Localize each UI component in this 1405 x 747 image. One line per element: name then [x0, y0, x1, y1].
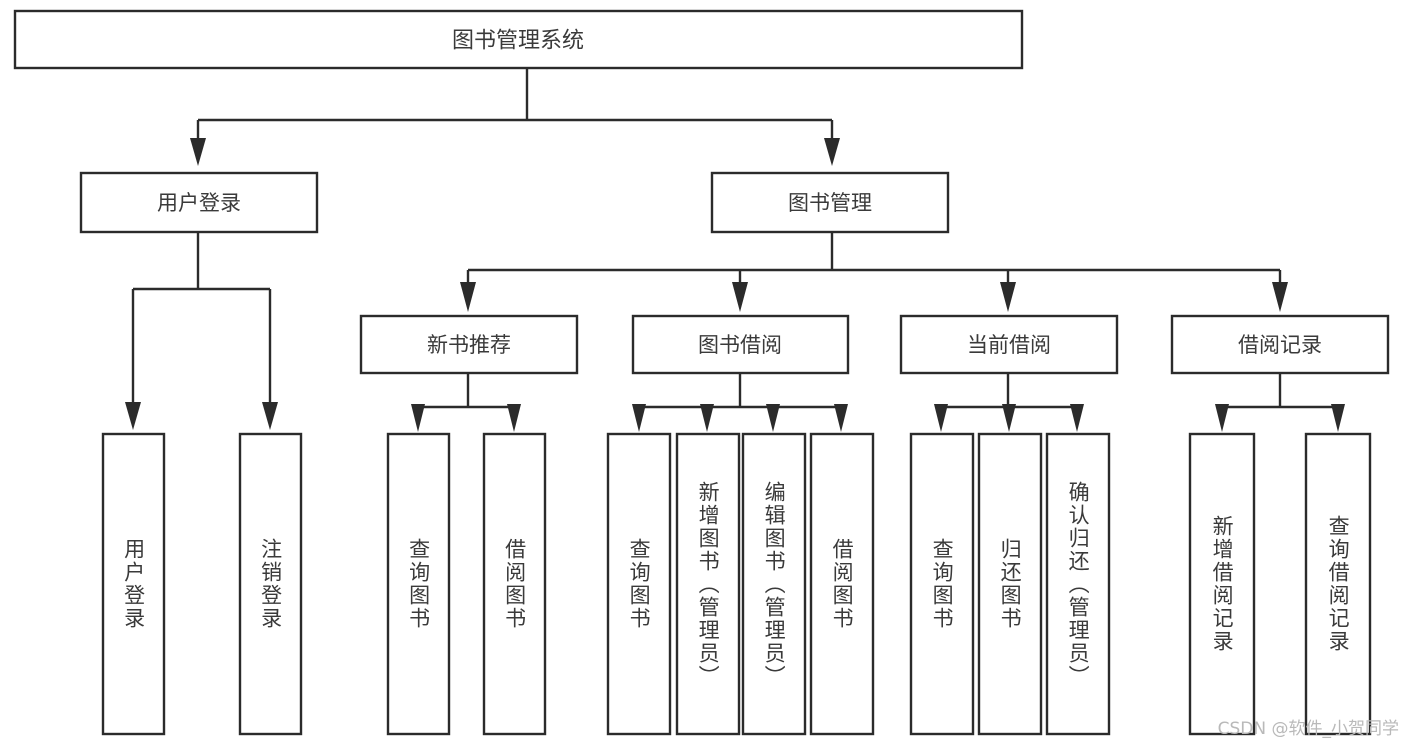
- node-current-borrow-label: 当前借阅: [967, 333, 1051, 357]
- arrowhead-borrow-leaf-2: [766, 404, 780, 432]
- arrowhead-user-login-leaf-0: [125, 402, 141, 430]
- node-book-manage-box[interactable]: [710, 171, 950, 234]
- arrowhead-record-leaf-0: [1215, 404, 1229, 432]
- arrowhead-borrow-leaf-1: [700, 404, 714, 432]
- node-new-book-recommend-label: 新书推荐: [427, 333, 511, 357]
- arrowhead-current-leaf-2: [1070, 404, 1084, 432]
- leaf-box-user-login[interactable]: [101, 432, 166, 736]
- arrowhead-layer: [125, 138, 1345, 432]
- node-book-borrow-box[interactable]: [631, 314, 850, 375]
- leaf-box-logout[interactable]: [238, 432, 303, 736]
- node-current-borrow-box[interactable]: [899, 314, 1119, 375]
- arrowhead-new-book-leaf-0: [411, 404, 425, 432]
- leaf-box-layer: [101, 432, 1372, 736]
- leaf-box-bb-query[interactable]: [606, 432, 672, 736]
- arrowhead-new-book-leaf-1: [507, 404, 521, 432]
- leaf-box-cb-return[interactable]: [977, 432, 1043, 736]
- node-user-login[interactable]: 用户登录: [79, 171, 319, 234]
- node-new-book-recommend-box[interactable]: [359, 314, 579, 375]
- arrowhead-borrow-leaf-0: [632, 404, 646, 432]
- leaf-box-nb-query[interactable]: [386, 432, 451, 736]
- node-root-label: 图书管理系统: [452, 29, 584, 54]
- node-borrow-record-box[interactable]: [1170, 314, 1390, 375]
- leaf-box-bb-add[interactable]: [675, 432, 741, 736]
- leaf-box-cb-query[interactable]: [909, 432, 975, 736]
- arrowhead-borrow-leaf-3: [834, 404, 848, 432]
- leaf-box-br-query[interactable]: [1304, 432, 1372, 736]
- node-new-book-recommend[interactable]: 新书推荐: [359, 314, 579, 375]
- arrowhead-user-login: [190, 138, 206, 166]
- node-borrow-record-label: 借阅记录: [1238, 333, 1322, 357]
- node-user-login-box[interactable]: [79, 171, 319, 234]
- leaf-box-bb-borrow[interactable]: [809, 432, 875, 736]
- node-root-box[interactable]: [13, 9, 1024, 70]
- arrowhead-current: [1000, 282, 1016, 312]
- node-user-login-label: 用户登录: [157, 191, 241, 215]
- leaf-box-bb-edit[interactable]: [741, 432, 807, 736]
- node-root[interactable]: 图书管理系统: [13, 9, 1024, 70]
- node-book-manage[interactable]: 图书管理: [710, 171, 950, 234]
- arrowhead-current-leaf-0: [934, 404, 948, 432]
- node-book-borrow-label: 图书借阅: [698, 333, 782, 357]
- node-book-manage-label: 图书管理: [788, 191, 872, 215]
- arrowhead-current-leaf-1: [1002, 404, 1016, 432]
- arrowhead-new-book: [460, 282, 476, 312]
- node-book-borrow[interactable]: 图书借阅: [631, 314, 850, 375]
- watermark-text: CSDN @软件_小贺同学: [1217, 719, 1399, 739]
- arrowhead-user-login-leaf-1: [262, 402, 278, 430]
- node-current-borrow[interactable]: 当前借阅: [899, 314, 1119, 375]
- leaf-box-nb-borrow[interactable]: [482, 432, 547, 736]
- arrowhead-record-leaf-1: [1331, 404, 1345, 432]
- leaf-box-cb-confirm[interactable]: [1045, 432, 1111, 736]
- arrowhead-book-manage: [824, 138, 840, 166]
- arrowhead-record: [1272, 282, 1288, 312]
- leaf-box-br-add[interactable]: [1188, 432, 1256, 736]
- arrowhead-borrow: [732, 282, 748, 312]
- node-borrow-record[interactable]: 借阅记录: [1170, 314, 1390, 375]
